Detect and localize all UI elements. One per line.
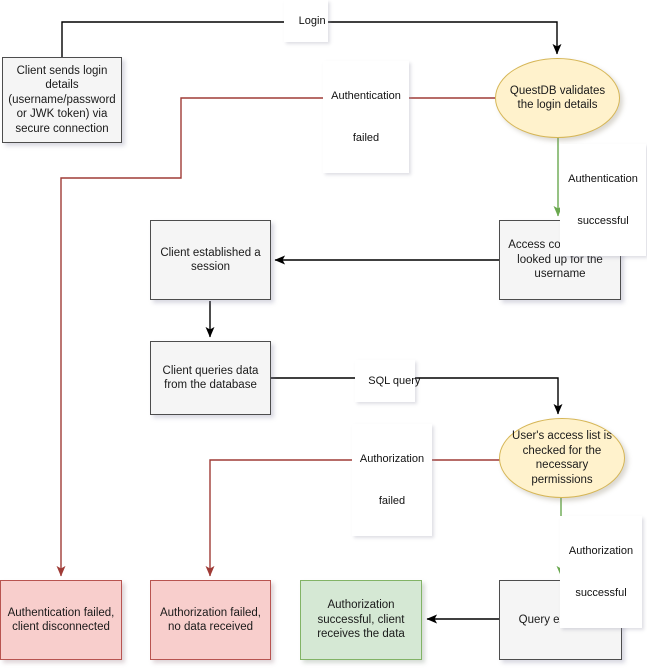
node-label: Authorization successful, client receive…: [317, 599, 405, 641]
node-label: Client sends login details (username/pas…: [8, 64, 116, 135]
edge-label-line-2: successful: [575, 587, 627, 599]
node-label: QuestDB validates the login details: [509, 84, 606, 112]
edge-label-sql-query: SQL query: [355, 360, 420, 402]
node-client-established-session[interactable]: Client established a session: [150, 220, 271, 300]
edge-label-authorization-failed: Authorization failed: [352, 424, 432, 536]
edge-label-authorization-successful: Authorization successful: [560, 516, 642, 628]
node-client-queries-data[interactable]: Client queries data from the database: [150, 341, 271, 415]
edge-label-line-2: successful: [577, 215, 629, 227]
node-user-access-list-checked[interactable]: User's access list is checked for the ne…: [499, 418, 625, 498]
edge-label-authentication-failed: Authentication failed: [323, 61, 409, 173]
node-label: User's access list is checked for the ne…: [512, 430, 612, 486]
edge-authentication-failed: [56, 97, 495, 577]
node-authentication-failed-result[interactable]: Authentication failed, client disconnect…: [0, 580, 122, 660]
node-label: Client established a session: [160, 246, 261, 274]
edge-label-login: Login: [284, 0, 328, 42]
node-label: Client queries data from the database: [162, 364, 259, 392]
node-authorization-failed-result[interactable]: Authorization failed, no data received: [150, 580, 271, 660]
node-questdb-validates[interactable]: QuestDB validates the login details: [495, 58, 620, 138]
edge-label-line-1: Authentication: [331, 90, 401, 102]
node-label: Authorization failed, no data received: [159, 606, 261, 634]
node-label: Authentication failed, client disconnect…: [7, 606, 115, 634]
edge-label-line-1: Authentication: [568, 173, 638, 185]
edge-label-line-1: Authorization: [568, 545, 634, 557]
edge-label-authentication-successful: Authentication successful: [560, 144, 646, 256]
node-authorization-successful-result[interactable]: Authorization successful, client receive…: [300, 580, 422, 660]
node-client-sends-login[interactable]: Client sends login details (username/pas…: [2, 57, 122, 143]
edge-label-line-2: failed: [378, 495, 406, 507]
edge-label-line-2: failed: [352, 132, 380, 144]
edge-label-line-1: Authorization: [359, 453, 425, 465]
